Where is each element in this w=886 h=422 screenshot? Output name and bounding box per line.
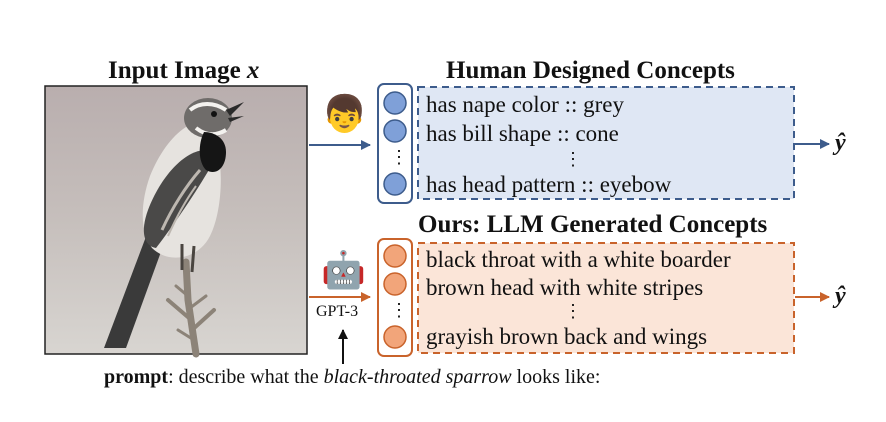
input-variable: x <box>246 57 260 84</box>
prompt-line: prompt: describe what the black-throated… <box>104 367 600 387</box>
human-concepts-title: Human Designed Concepts <box>446 57 735 84</box>
robot-face-icon: 🤖 <box>321 250 366 290</box>
llm-concept-2: brown head with white stripes <box>426 275 704 300</box>
prompt-text-before: : describe what the <box>168 366 324 388</box>
input-image-title-text: Input Image <box>108 57 247 84</box>
input-image-title: Input Image x <box>108 58 259 83</box>
llm-concept-box <box>417 242 795 354</box>
human-concept-ellipsis: ⋮ <box>564 149 582 169</box>
llm-concept-node <box>383 272 407 296</box>
llm-concepts-title: Ours: LLM Generated Concepts <box>418 211 768 238</box>
person-face-icon: 👦 <box>322 94 367 134</box>
bird-image <box>44 85 308 358</box>
llm-concept-column <box>377 238 413 357</box>
human-concept-2: has bill shape :: cone <box>426 121 619 146</box>
human-concept-3: has head pattern :: eyebow <box>426 172 672 197</box>
prompt-label: prompt <box>104 366 169 388</box>
prompt-text-after: looks like: <box>511 366 601 388</box>
llm-concept-node <box>383 325 407 349</box>
human-concept-node <box>383 119 407 143</box>
gpt3-label: GPT-3 <box>316 303 359 320</box>
human-output-label: ŷ <box>835 130 846 156</box>
llm-concept-ellipsis: ⋮ <box>564 301 582 321</box>
llm-concept-3: grayish brown back and wings <box>426 324 708 349</box>
llm-concept-node <box>383 244 407 268</box>
human-concept-column <box>377 83 413 204</box>
prompt-species: black-throated sparrow <box>323 366 512 388</box>
llm-output-label: ŷ <box>835 283 846 309</box>
human-column-ellipsis: ⋮ <box>390 147 408 167</box>
human-concept-node <box>383 91 407 115</box>
human-concept-box <box>417 86 795 200</box>
llm-column-ellipsis: ⋮ <box>390 300 408 320</box>
human-concept-1: has nape color :: grey <box>426 92 624 117</box>
llm-concept-1: black throat with a white boarder <box>426 247 731 272</box>
human-concept-node <box>383 172 407 196</box>
